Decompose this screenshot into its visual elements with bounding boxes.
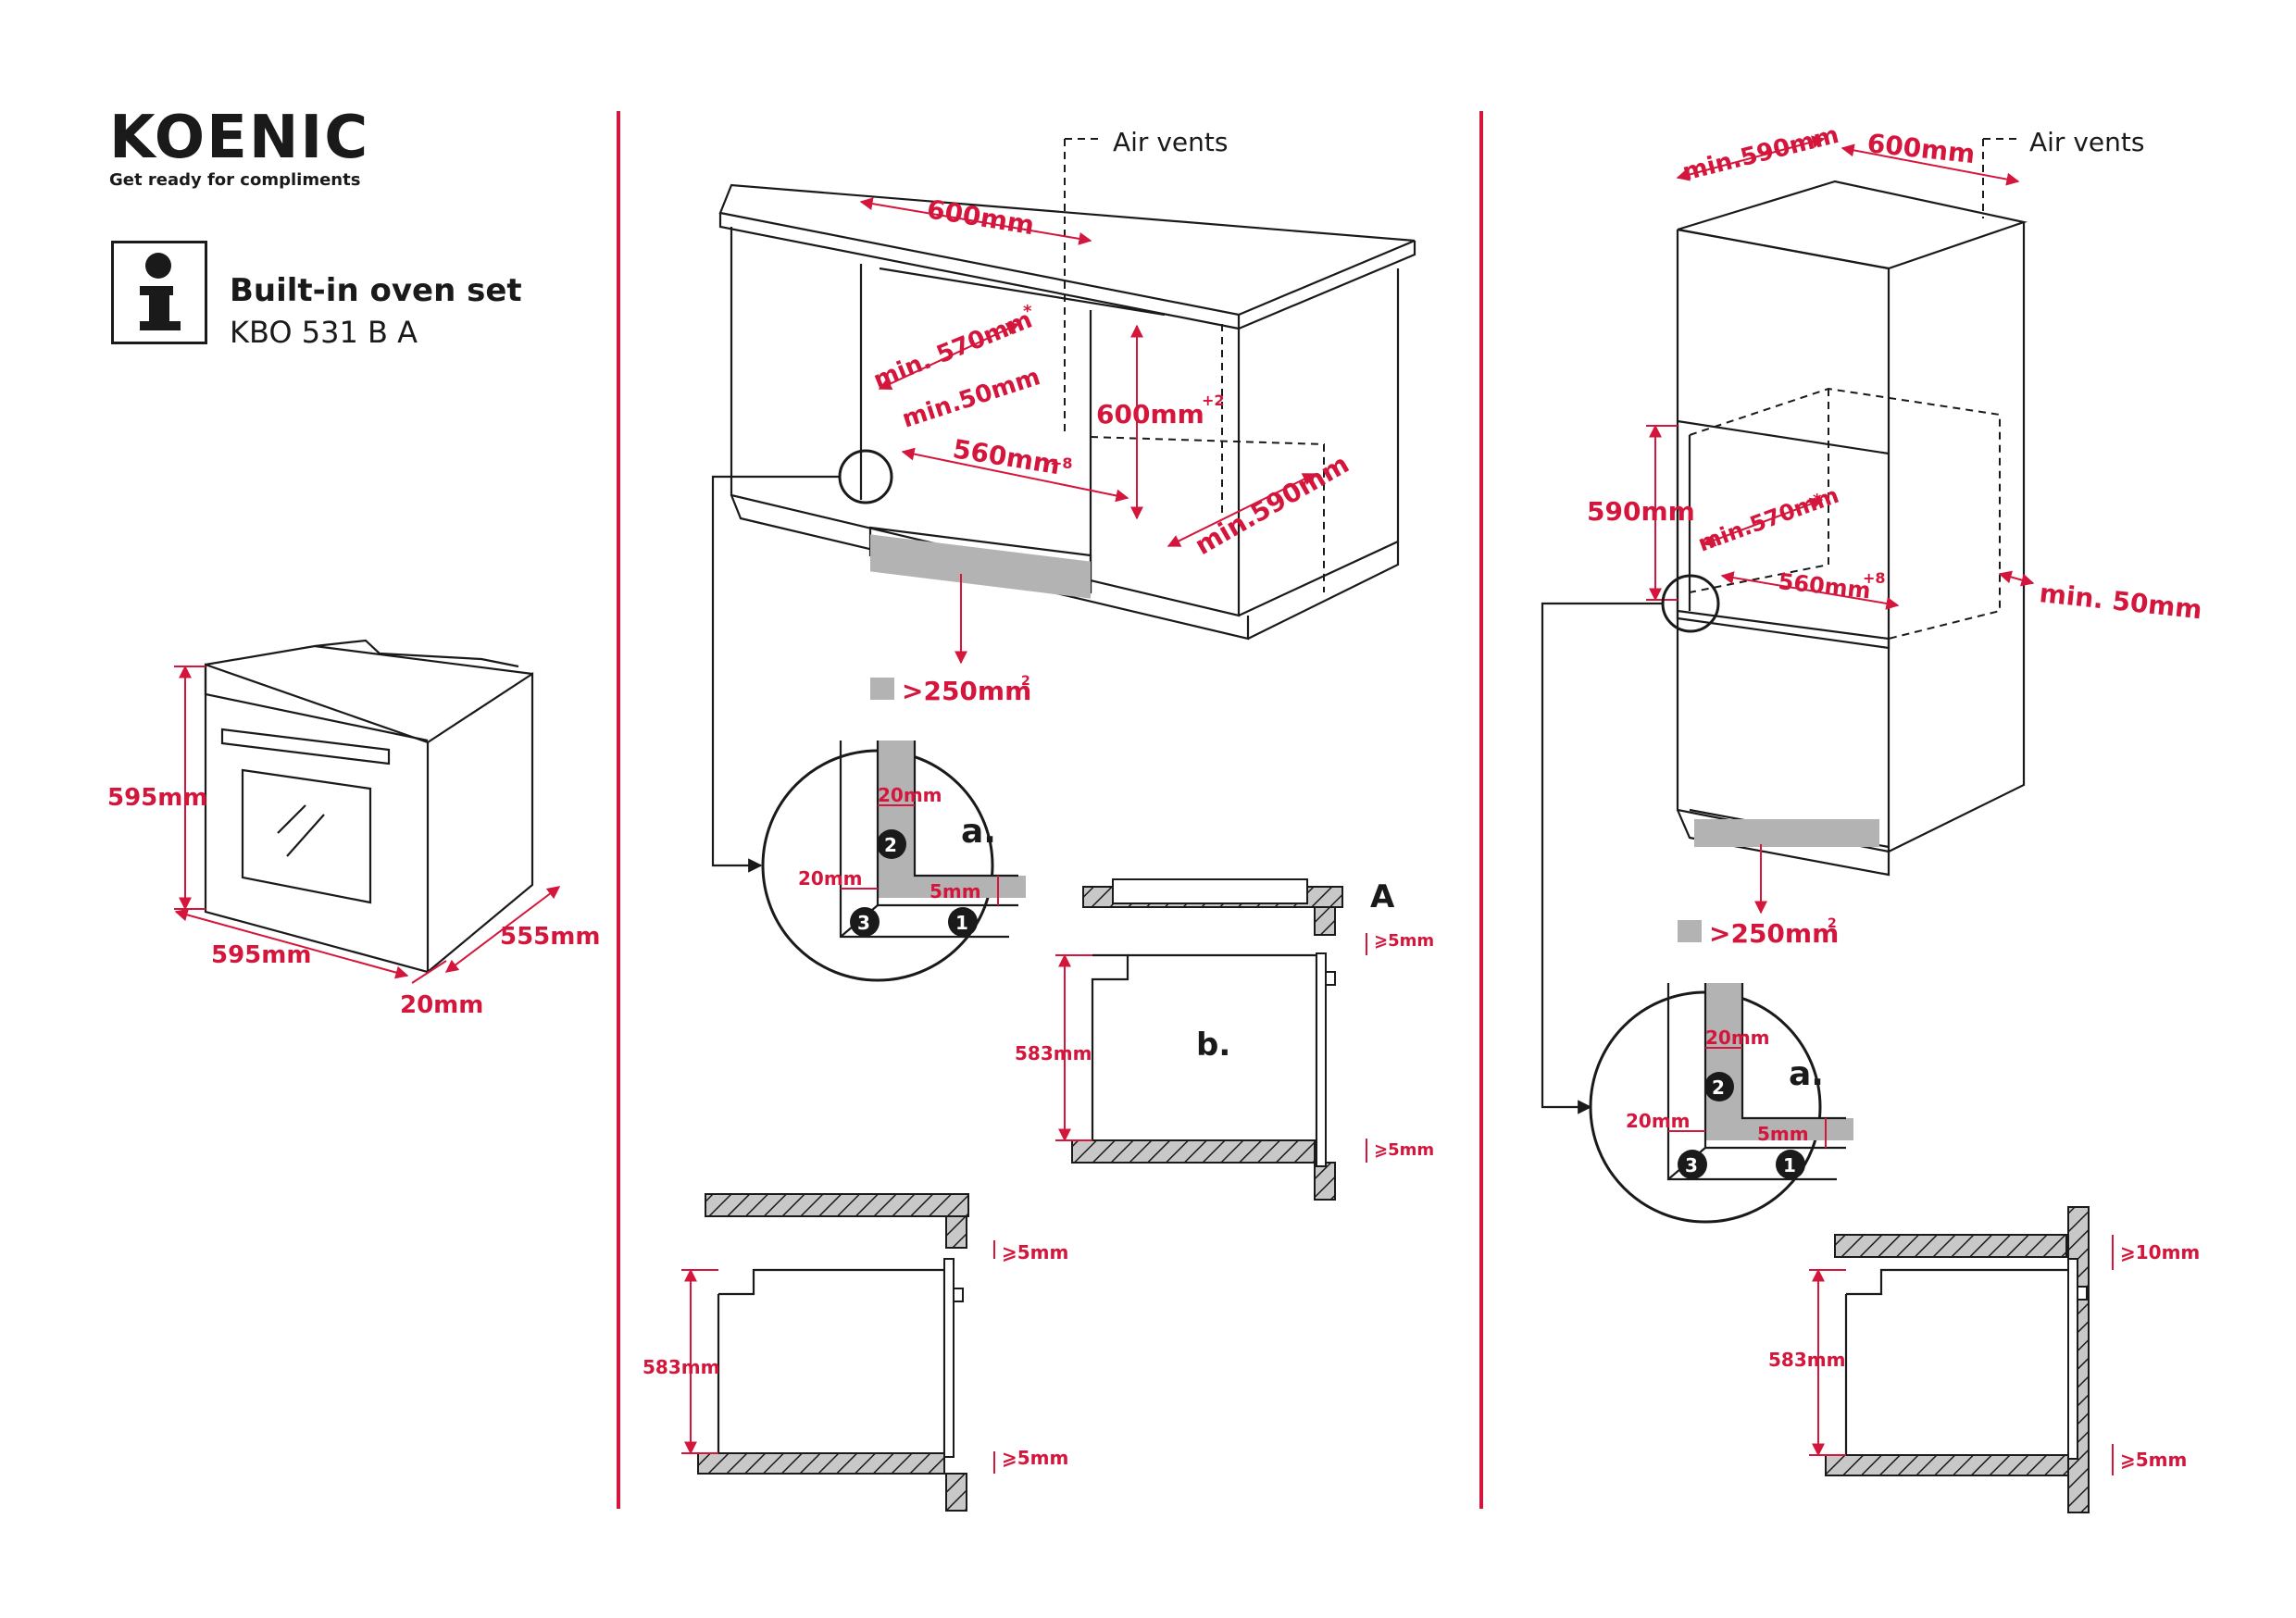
- marker-1-right: [1776, 1150, 1805, 1179]
- callout-leader-right: [1541, 602, 1663, 1114]
- marker-3-right: [1678, 1150, 1707, 1179]
- brand-logo: KOENIC: [109, 104, 370, 172]
- tall-min-depth-note: *: [1813, 491, 1822, 510]
- tall-cabinet-dimensions: min.590mm 600mm 590mm min.570mm * 560mm …: [1587, 121, 2203, 949]
- marker-2-mid-num: 2: [884, 834, 897, 856]
- under-counter-cabinet: [718, 138, 1416, 641]
- oven-height-label: 595mm: [107, 784, 207, 812]
- oven-width-label: 595mm: [211, 941, 311, 969]
- detail-a-right-label: a.: [1789, 1055, 1824, 1093]
- marker-3-mid-num: 3: [857, 912, 870, 934]
- air-vents-label-right: Air vents: [2029, 127, 2144, 157]
- oven-depth-label: 555mm: [500, 923, 600, 951]
- info-icon: [111, 241, 207, 344]
- detail-a-mid-gap-left: 20mm: [798, 867, 863, 890]
- oven-front-label: 20mm: [400, 991, 483, 1019]
- vent-swatch-mid: [870, 678, 894, 700]
- tall-cabinet: [1676, 138, 2028, 877]
- air-vents-label-mid: Air vents: [1113, 127, 1228, 157]
- tall-inner-width-tol: +8: [1863, 569, 1886, 587]
- uc-height-tol: +2: [1202, 392, 1225, 409]
- tall-vent-area-label: >250mm: [1709, 918, 1839, 949]
- tall-inner-width-label: 560mm: [1777, 568, 1872, 604]
- section-right-gap-top: ⩾10mm: [2120, 1241, 2200, 1263]
- callout-leader-mid: [711, 475, 841, 873]
- uc-height-label: 600mm: [1096, 399, 1204, 429]
- marker-2-mid: [877, 829, 906, 859]
- detail-a-mid-gap-bottom: 5mm: [930, 880, 981, 902]
- marker-2-right-num: 2: [1712, 1077, 1725, 1099]
- tall-height-label: 590mm: [1587, 496, 1695, 527]
- uc-width-label: 600mm: [925, 193, 1037, 241]
- marker-1-mid: [948, 907, 978, 937]
- uc-vent-area-label: >250mm: [902, 676, 1031, 706]
- marker-1-mid-num: 1: [955, 912, 968, 934]
- detail-a-mid-label: a.: [961, 813, 996, 851]
- section-b-gap-top: ⩾5mm: [1374, 931, 1434, 951]
- section-b-gap-bottom: ⩾5mm: [1374, 1140, 1434, 1160]
- under-counter-dimensions: 600mm 600mm +2 min. 570mm * min.50mm 560…: [859, 193, 1354, 706]
- uc-min-depth-note: *: [1023, 302, 1032, 321]
- oven-illustration: [204, 639, 534, 974]
- detail-a-right-gap-left: 20mm: [1626, 1110, 1691, 1132]
- marker-1-right-num: 1: [1783, 1154, 1796, 1176]
- section-left-gap-bottom: ⩾5mm: [1002, 1447, 1068, 1469]
- section-b-ref: A: [1370, 878, 1395, 915]
- detail-a-right-gap-top: 20mm: [1705, 1027, 1770, 1049]
- uc-inner-width-tol: +8: [1050, 454, 1073, 472]
- section-right-height: 583mm: [1768, 1349, 1845, 1371]
- detail-a-mid-gap-top: 20mm: [878, 784, 942, 806]
- section-left-gap-top: ⩾5mm: [1002, 1241, 1068, 1263]
- tall-min-gap-label: min. 50mm: [2038, 578, 2203, 625]
- tall-cab-depth-label: min.590mm: [1679, 121, 1841, 187]
- brand-tagline: Get ready for compliments: [109, 170, 361, 190]
- section-b-height: 583mm: [1015, 1042, 1092, 1064]
- vent-swatch-right: [1678, 920, 1702, 942]
- section-b-label: b.: [1196, 1027, 1230, 1064]
- uc-cab-depth-label: min.590mm: [1190, 448, 1354, 561]
- document-title: Built-in oven set: [230, 272, 522, 309]
- tall-vent-area-unit: 2: [1828, 916, 1837, 931]
- info-icon-glyph: [140, 253, 181, 330]
- section-left: [681, 1193, 995, 1512]
- callout-circle-mid: [838, 449, 893, 504]
- detail-a-right-gap-bottom: 5mm: [1757, 1123, 1809, 1145]
- detail-a-right: [1589, 983, 1853, 1224]
- marker-2-right: [1704, 1072, 1734, 1101]
- model-number: KBO 531 B A: [230, 315, 418, 350]
- section-right: [1809, 1206, 2114, 1513]
- detail-a-mid: [761, 741, 1026, 982]
- section-b: [1055, 878, 1367, 1201]
- section-left-height: 583mm: [643, 1356, 719, 1378]
- oven-dimensions: 595mm 595mm 555mm 20mm: [107, 665, 600, 1019]
- section-right-gap-bottom: ⩾5mm: [2120, 1449, 2187, 1471]
- uc-vent-area-unit: 2: [1021, 674, 1030, 689]
- marker-3-right-num: 3: [1685, 1154, 1698, 1176]
- marker-3-mid: [850, 907, 880, 937]
- tall-width-label: 600mm: [1866, 128, 1977, 169]
